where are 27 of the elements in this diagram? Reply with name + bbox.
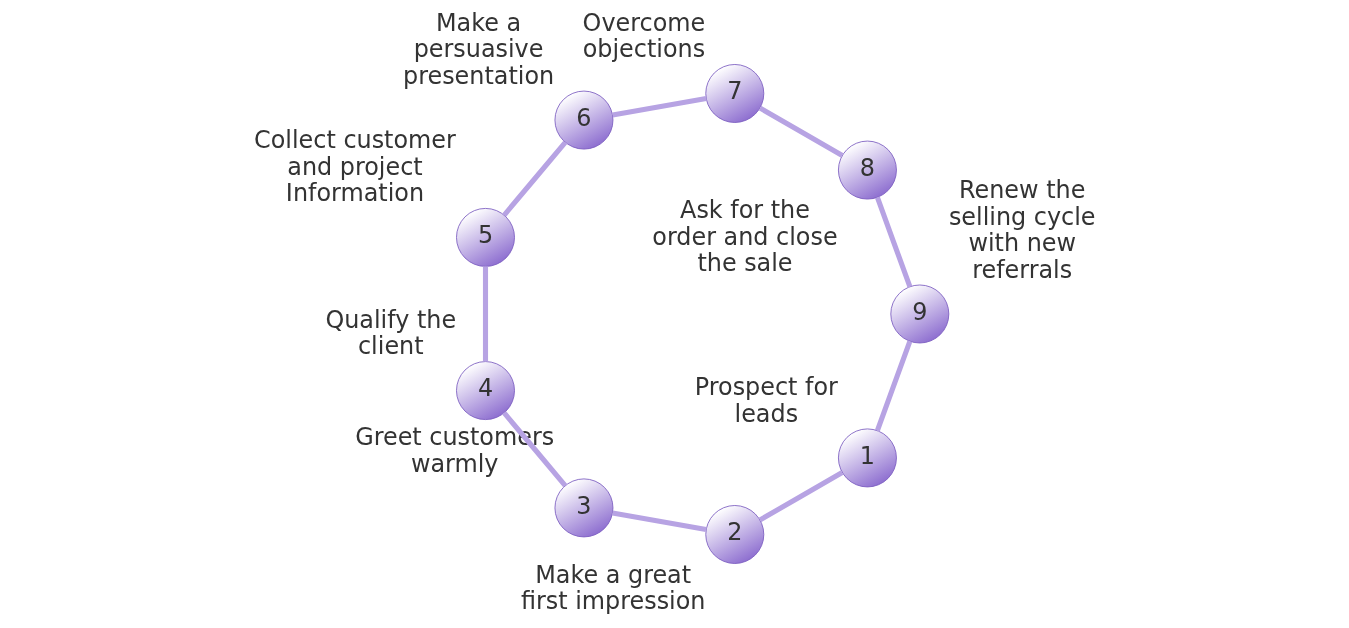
node-circle: 5 bbox=[456, 208, 515, 267]
node-label: Make a great first impression bbox=[520, 560, 706, 616]
node-circle: 4 bbox=[456, 361, 515, 420]
node-circle: 7 bbox=[705, 64, 765, 123]
node-label: Collect customer and project Information bbox=[254, 126, 456, 208]
connector bbox=[758, 105, 844, 158]
node-label: Greet customers warmly bbox=[355, 423, 555, 478]
connector bbox=[875, 196, 913, 288]
node-label: Prospect for leads bbox=[694, 373, 838, 428]
connector bbox=[758, 470, 844, 523]
node-label: Renew the selling cycle with new referrals bbox=[948, 176, 1096, 284]
node-label: Ask for the order and close the sale bbox=[652, 196, 838, 278]
node-circle: 3 bbox=[554, 478, 614, 538]
connector bbox=[874, 340, 913, 432]
connector bbox=[482, 266, 489, 362]
node-circle: 9 bbox=[890, 284, 950, 344]
node-circle: 6 bbox=[554, 90, 614, 150]
node-circle: 2 bbox=[705, 505, 765, 564]
node-label: Qualify the client bbox=[325, 305, 457, 361]
connector bbox=[502, 411, 568, 488]
node-label: Overcome objections bbox=[582, 8, 706, 64]
connector bbox=[502, 140, 568, 217]
node-label: Make a persuasive presentation bbox=[403, 8, 555, 90]
connector bbox=[612, 96, 707, 118]
connector bbox=[612, 510, 707, 532]
node-circle: 1 bbox=[838, 428, 897, 488]
node-circle: 8 bbox=[838, 140, 897, 200]
